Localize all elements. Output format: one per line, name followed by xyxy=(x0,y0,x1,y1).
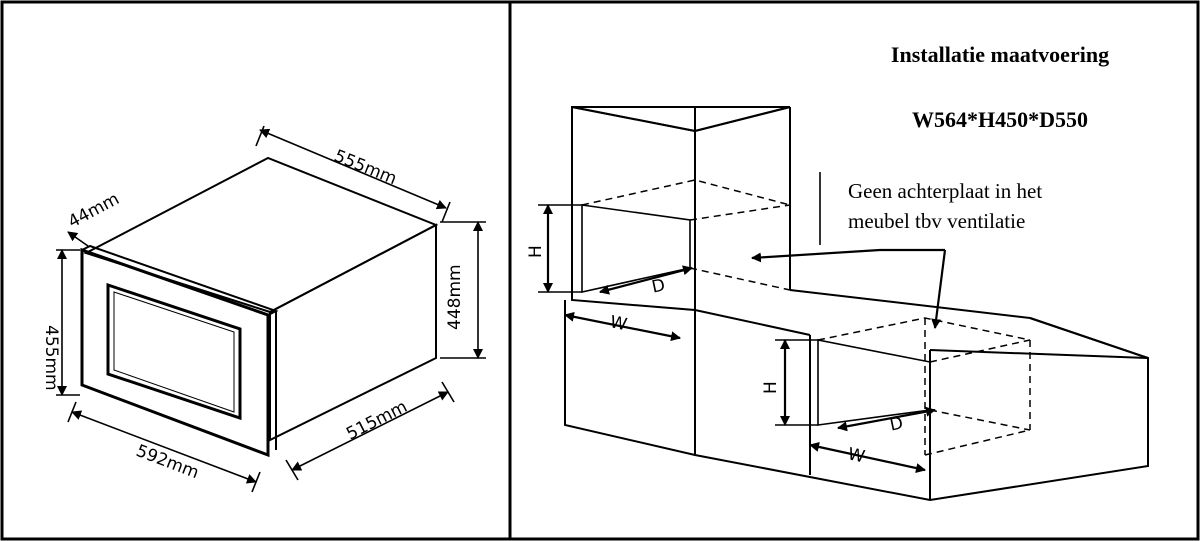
dim-upper-d xyxy=(599,265,693,295)
label-lower-w: W xyxy=(846,444,867,467)
label-upper-w: W xyxy=(608,312,629,335)
appliance-window-inner xyxy=(113,291,235,413)
label-body-depth: 515mm xyxy=(343,397,411,445)
diagram-title: Installatie maatvoering xyxy=(891,42,1109,67)
label-upper-d: D xyxy=(650,275,667,297)
label-body-height: 448mm xyxy=(445,264,465,330)
upper-niche xyxy=(581,204,691,293)
appliance-drawing xyxy=(79,156,439,458)
label-depth-top: 555mm xyxy=(331,146,399,189)
ventilation-note-line-1: Geen achterplaat in het xyxy=(848,179,1042,203)
base-run-outline xyxy=(564,300,1149,502)
cabinet-dimension-lines xyxy=(538,204,936,473)
dim-line-44 xyxy=(67,231,89,247)
ventilation-note-line-2: meubel tbv ventilatie xyxy=(848,209,1025,233)
dim-line-555 xyxy=(259,128,447,210)
appliance-side-face xyxy=(269,223,437,442)
ventilation-pointers xyxy=(751,172,947,329)
pointer-upper-niche xyxy=(751,248,881,263)
label-front-height: 455mm xyxy=(41,325,61,391)
hidden-lines xyxy=(581,179,1031,456)
dim-lower-w xyxy=(809,442,926,473)
dim-line-592 xyxy=(71,410,257,484)
dim-line-515 xyxy=(291,391,449,471)
label-door-thickness: 44mm xyxy=(65,189,123,232)
lower-niche xyxy=(817,339,931,426)
dim-lower-d xyxy=(837,406,936,432)
label-front-width: 592mm xyxy=(133,441,201,483)
appliance-dimension-lines xyxy=(56,125,486,493)
pointer-lower-niche xyxy=(931,249,947,329)
cabinet-drawing xyxy=(564,106,1149,502)
tall-cabinet-front-upper xyxy=(571,106,696,312)
dim-upper-w xyxy=(564,311,681,342)
appliance-window xyxy=(106,282,242,421)
dimensions-spec: W564*H450*D550 xyxy=(912,107,1088,132)
label-lower-h: H xyxy=(761,381,781,394)
label-lower-d: D xyxy=(888,413,905,435)
label-upper-h: H xyxy=(526,245,546,258)
